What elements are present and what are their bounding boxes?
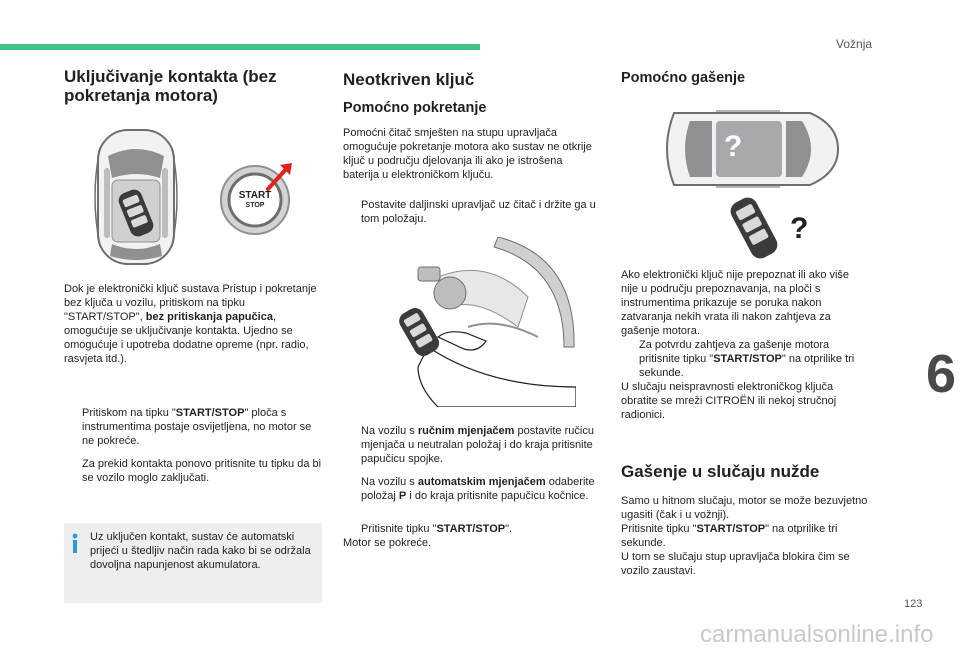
text-run: " ploča s instrumentima postaje osvijetl… <box>82 407 312 447</box>
chapter-number: 6 <box>926 344 957 404</box>
text-run-bold: P <box>398 490 407 502</box>
col2-bullet-4: Pritisnite tipku "START/STOP". <box>343 522 601 536</box>
col1-bullet-2: Za prekid kontakta ponovo pritisnite tu … <box>64 457 326 485</box>
section-title: Vožnja <box>836 37 873 51</box>
col2-after-text: Motor se pokreće. <box>343 537 432 549</box>
text-run-bold: bez pritiskanja papučica <box>145 311 273 323</box>
top-accent-bar <box>0 44 480 50</box>
text-run: ". <box>505 523 513 535</box>
text-run: i do kraja pritisnite papučicu kočnice. <box>406 490 589 502</box>
text-run: Dok je elektronički ključ sustava Pristu… <box>64 283 317 323</box>
car-key-illustration <box>90 128 190 266</box>
key-fob-illustration <box>724 195 784 261</box>
text-run: odaberite položaj <box>361 476 595 502</box>
start-stop-button: START STOP <box>218 161 296 239</box>
steering-column-illustration <box>378 237 576 407</box>
text-run: " na otprilike tri sekunde. <box>639 353 855 379</box>
text-run: Za potvrdu zahtjeva za gašenje motora pr… <box>639 339 830 365</box>
bullet-mark <box>343 424 361 466</box>
text-run: Za prekid kontakta ponovo pritisnite tu … <box>82 458 322 484</box>
text-run: U tom se slučaju stup upravljača blokira… <box>621 551 850 577</box>
col2-bullet-3: Na vozilu s automatskim mjenjačem odaber… <box>343 475 601 503</box>
key-question-mark: ? <box>790 212 809 245</box>
text-run-bold: START/STOP <box>696 523 766 535</box>
bullet-mark <box>64 406 82 448</box>
bullet-mark <box>343 198 361 226</box>
text-run: Pritiskom na tipku " <box>82 407 176 419</box>
bullet-mark <box>621 338 639 380</box>
col3-title: Pomoćno gašenje <box>621 70 746 86</box>
text-run-bold: START/STOP <box>175 407 245 419</box>
start-stop-icon <box>220 163 292 235</box>
bullet-mark <box>64 457 82 485</box>
col1-bullet-1: Pritiskom na tipku "START/STOP" ploča s … <box>64 406 326 448</box>
col3-bullet-1: Za potvrdu zahtjeva za gašenje motora pr… <box>621 338 861 380</box>
col1-title: Uključivanje kontakta (bez pokretanja mo… <box>64 67 277 105</box>
bullet-mark <box>343 522 361 536</box>
col3-title-2: Gašenje u slučaju nužde <box>621 462 820 481</box>
text-run-bold: START/STOP <box>436 523 506 535</box>
col2-subtitle: Pomoćno pokretanje <box>343 100 487 116</box>
stop-label: STOP <box>245 202 265 209</box>
col2-bullet-2: Na vozilu s ručnim mjenjačem postavite r… <box>343 424 601 466</box>
text-run: Pritisnite tipku " <box>621 523 697 535</box>
text-run: postavite ručicu mjenjača u neutralan po… <box>361 425 594 465</box>
text-run: , omogućuje se uključivanje kontakta. Uj… <box>64 311 309 365</box>
start-label: START <box>238 190 272 201</box>
bullet-mark <box>343 475 361 503</box>
col1-paragraph: Dok je elektronički ključ sustava Pristu… <box>64 282 326 366</box>
car-question-illustration <box>660 103 840 195</box>
text-run: Na vozilu s <box>361 425 418 437</box>
col3-paragraph-1: Ako elektronički ključ nije prepoznat il… <box>621 269 850 337</box>
page-number: 123 <box>904 598 923 610</box>
car-question-mark: ? <box>724 130 743 163</box>
text-run: Samo u hitnom slučaju, motor se može bez… <box>621 495 868 521</box>
col3-paragraph-3: Samo u hitnom slučaju, motor se može bez… <box>621 494 871 578</box>
text-run-bold: ručnim mjenjačem <box>417 425 515 437</box>
col3-paragraph-2: U slučaju neispravnosti elektroničkog kl… <box>621 381 837 421</box>
col2-bullet-1: Postavite daljinski upravljač uz čitač i… <box>343 198 601 226</box>
col2-title: Neotkriven ključ <box>343 70 475 89</box>
text-run: " na otprilike tri sekunde. <box>621 523 838 549</box>
info-icon <box>72 533 78 553</box>
text-run: Pritisnite tipku " <box>361 523 437 535</box>
col2-paragraph: Pomoćni čitač smješten na stupu upravlja… <box>343 127 592 181</box>
text-run-bold: START/STOP <box>713 353 782 365</box>
text-run: Postavite daljinski upravljač uz čitač i… <box>361 199 596 225</box>
text-run-bold: automatskim mjenjačem <box>417 476 546 488</box>
info-box: Uz uključen kontakt, sustav će automatsk… <box>64 523 322 603</box>
text-run: Na vozilu s <box>361 476 418 488</box>
info-text: Uz uključen kontakt, sustav će automatsk… <box>90 531 311 571</box>
watermark: carmanualsonline.info <box>700 621 934 648</box>
